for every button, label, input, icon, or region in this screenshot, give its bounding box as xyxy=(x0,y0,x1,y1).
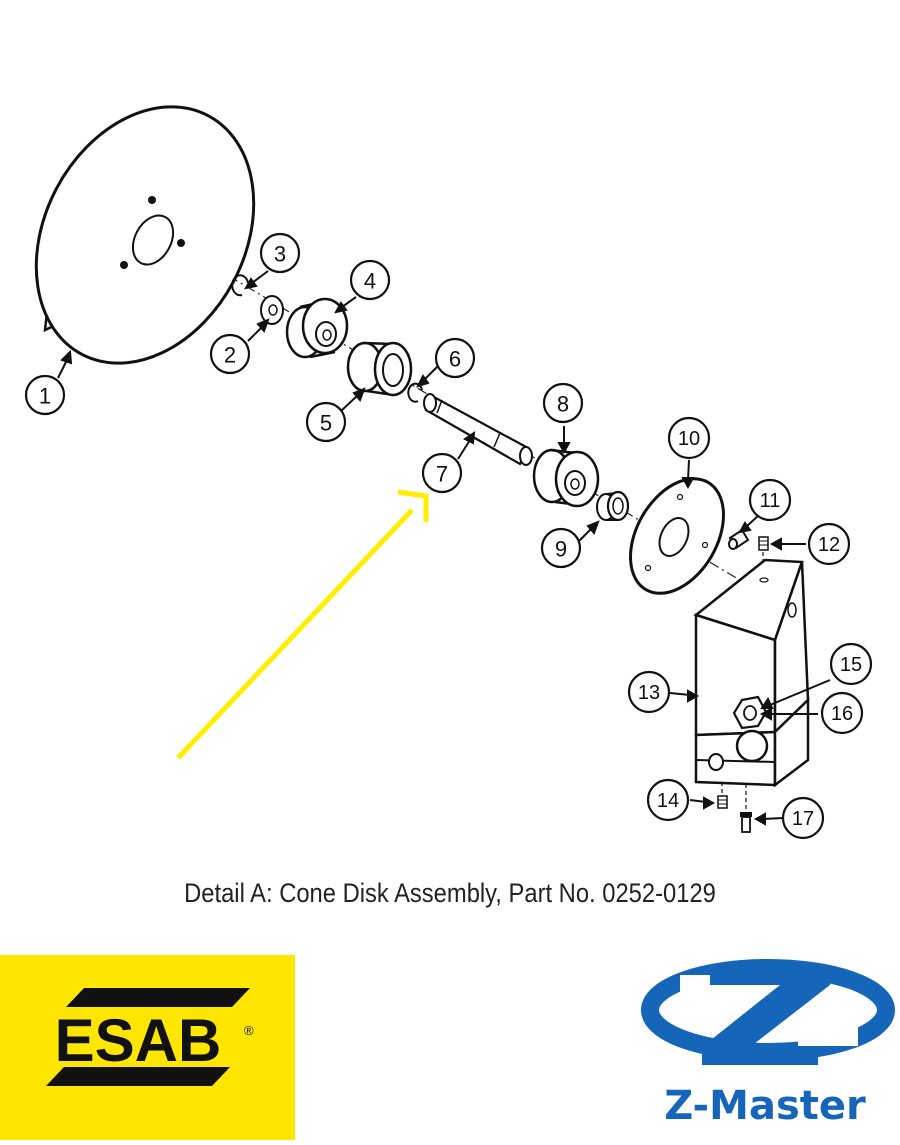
callout-label: 4 xyxy=(364,269,376,294)
callout-label: 13 xyxy=(638,682,660,704)
callout-label: 9 xyxy=(555,537,567,562)
callouts xyxy=(24,232,873,840)
part-8-bearing xyxy=(532,448,600,508)
callout-6 xyxy=(434,337,476,379)
part-3-snap-ring xyxy=(231,274,249,297)
callout-label: 7 xyxy=(436,462,448,487)
callout-1 xyxy=(24,374,66,416)
zmaster-z-icon xyxy=(641,959,895,1065)
part-13-housing xyxy=(693,558,810,812)
callout-17 xyxy=(781,796,825,840)
part-5-spacer xyxy=(346,341,413,397)
callout-label: 17 xyxy=(792,808,814,830)
callout-5 xyxy=(305,401,347,443)
callout-label: 2 xyxy=(224,343,236,368)
callout-leaders xyxy=(57,270,831,826)
esab-logo-mark: ESAB ® xyxy=(46,988,254,1086)
callout-2 xyxy=(209,333,251,375)
esab-logo: ESAB ® xyxy=(0,955,295,1140)
callout-label: 16 xyxy=(831,703,853,725)
esab-logo-text: ESAB xyxy=(55,1007,222,1074)
callout-label: 5 xyxy=(320,411,332,436)
diagram-caption: Detail A: Cone Disk Assembly, Part No. 0… xyxy=(184,878,716,908)
part-9-bushing xyxy=(596,490,630,522)
callout-label: 3 xyxy=(274,242,286,267)
part-17-screw xyxy=(740,812,752,833)
part-14-set-screw xyxy=(717,795,728,809)
esab-registered-mark: ® xyxy=(244,1023,254,1038)
part-10-plate xyxy=(629,477,725,595)
exploded-assembly-diagram: 1 2 3 4 5 6 7 8 9 10 11 12 13 14 15 16 1… xyxy=(24,105,873,840)
callout-9 xyxy=(540,527,582,569)
callout-label: 12 xyxy=(818,534,840,556)
callout-8 xyxy=(542,382,584,424)
callout-13 xyxy=(627,670,671,714)
callout-label: 10 xyxy=(678,428,700,450)
callout-labels: 1 2 3 4 5 6 7 8 9 10 11 12 13 14 15 16 1… xyxy=(39,242,862,831)
callout-label: 15 xyxy=(840,654,862,676)
callout-16 xyxy=(820,691,864,735)
part-1-cone-disk xyxy=(34,105,256,365)
callout-12 xyxy=(807,522,851,566)
part-11-screw xyxy=(728,528,750,550)
callout-4 xyxy=(349,259,391,301)
callout-label: 11 xyxy=(760,490,781,512)
callout-label: 6 xyxy=(449,347,461,372)
part-15-16-nut-screw xyxy=(732,695,768,730)
highlight-arrow xyxy=(176,489,429,760)
callout-3 xyxy=(259,232,301,274)
callout-label: 1 xyxy=(39,384,51,409)
callout-label: 14 xyxy=(657,790,679,812)
callout-7 xyxy=(421,452,463,494)
part-7-shaft xyxy=(423,393,533,466)
part-2-washer xyxy=(260,295,284,325)
callout-15 xyxy=(829,642,873,686)
callout-11 xyxy=(748,478,792,522)
callout-10 xyxy=(667,416,711,460)
zmaster-logo-text: Z-Master xyxy=(664,1083,866,1129)
callout-label: 8 xyxy=(557,392,569,417)
callout-14 xyxy=(646,778,690,822)
zmaster-logo: Z-Master xyxy=(640,955,900,1140)
